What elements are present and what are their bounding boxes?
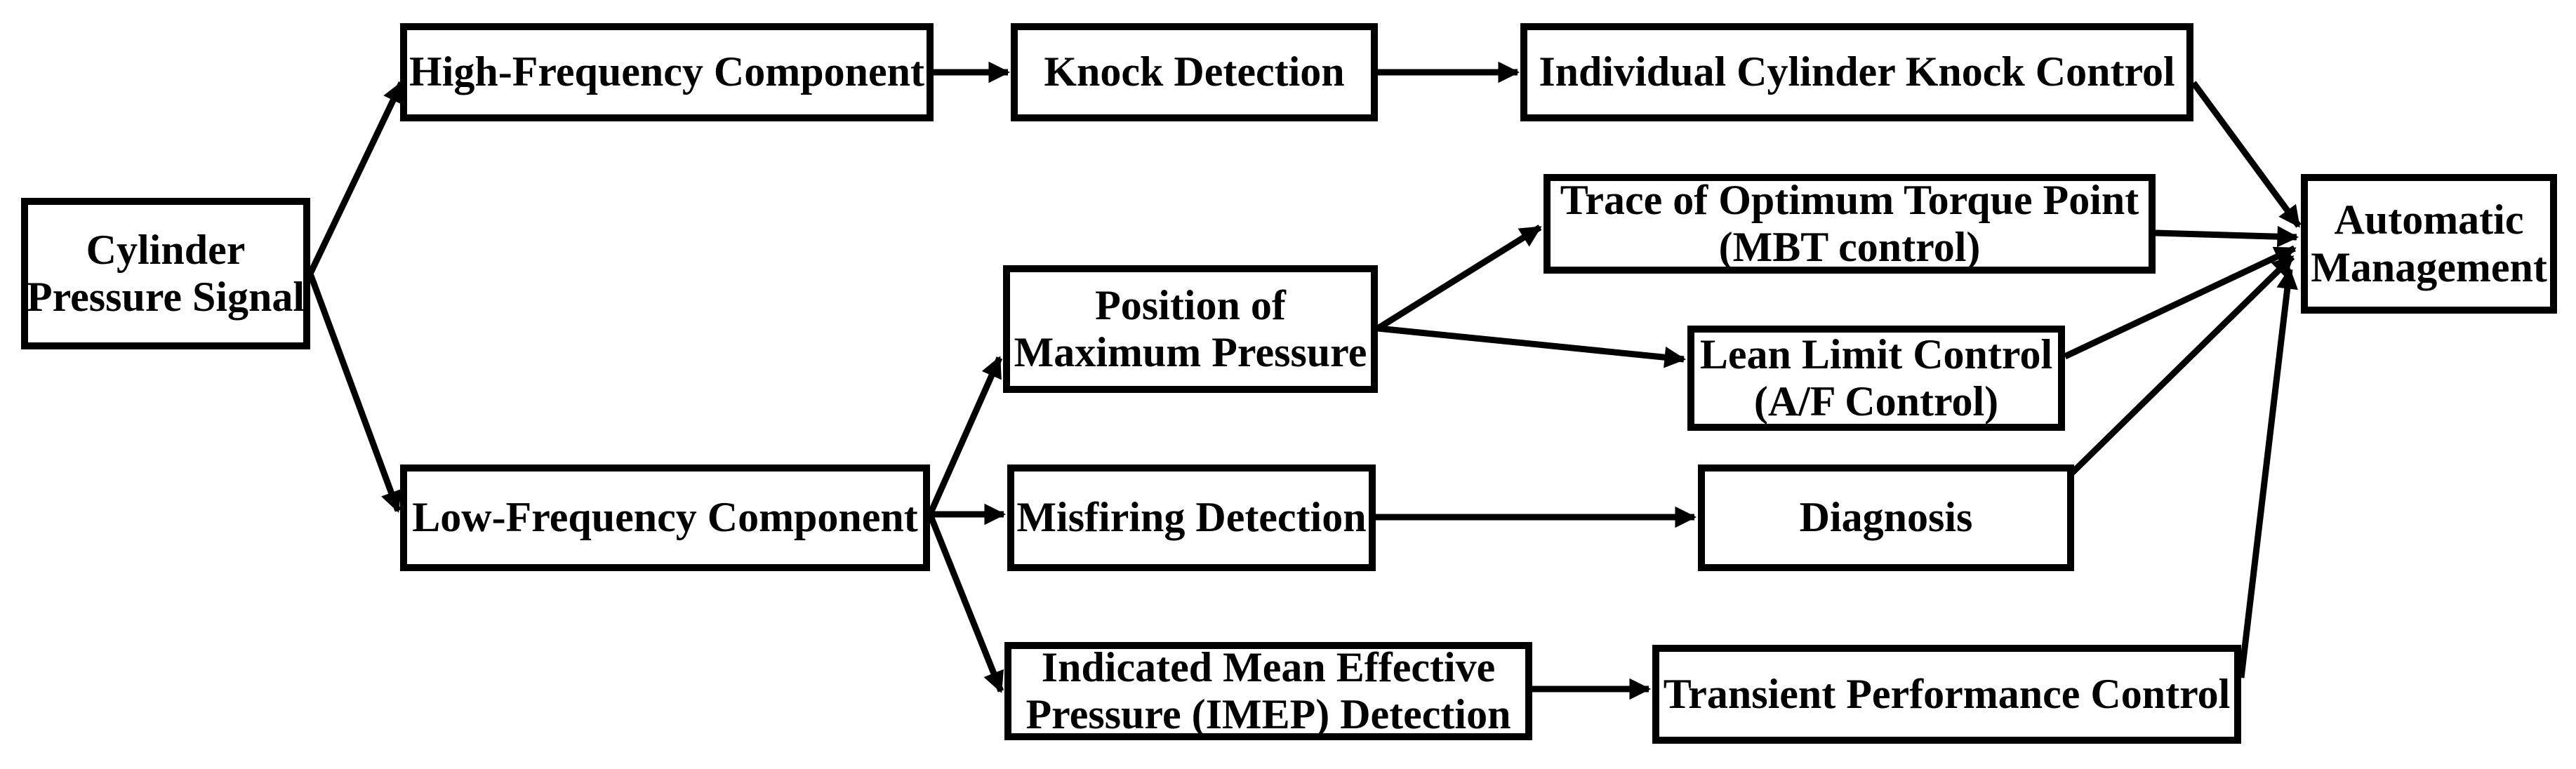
edge-position-of-maximum-pressure-to-trace-of-optimum-torque-point: [1376, 225, 1542, 331]
edge-trace-of-optimum-torque-point-to-automatic-management: [2155, 225, 2299, 248]
node-label: Diagnosis: [1799, 494, 1973, 541]
edge-cylinder-pressure-signal-to-low-frequency-component: [307, 272, 401, 513]
node-label: Low-Frequency Component: [412, 494, 918, 541]
edge-lean-limit-control-to-automatic-management: [2064, 245, 2297, 360]
node-position-of-maximum-pressure: Position of Maximum Pressure: [1003, 265, 1378, 393]
node-label: Indicated Mean Effective Pressure (IMEP)…: [1025, 643, 1511, 737]
node-cylinder-pressure-signal: Cylinder Pressure Signal: [21, 198, 310, 349]
node-individual-cylinder-knock-control: Individual Cylinder Knock Control: [1520, 23, 2193, 121]
node-label: High-Frequency Component: [409, 48, 924, 95]
node-label: Trace of Optimum Torque Point (MBT contr…: [1560, 176, 2139, 270]
node-high-frequency-component: High-Frequency Component: [400, 23, 934, 121]
node-label: Transient Performance Control: [1663, 670, 2231, 717]
node-misfiring-detection: Misfiring Detection: [1007, 464, 1376, 571]
node-knock-detection: Knock Detection: [1011, 23, 1378, 121]
node-trace-of-optimum-torque-point: Trace of Optimum Torque Point (MBT contr…: [1543, 174, 2156, 274]
edge-individual-cylinder-knock-control-to-automatic-management: [2191, 81, 2302, 228]
edge-transient-performance-control-to-automatic-management: [2238, 267, 2298, 678]
node-label: Lean Limit Control (A/F Control): [1699, 330, 2053, 424]
node-diagnosis: Diagnosis: [1698, 464, 2074, 571]
node-label: Knock Detection: [1044, 48, 1345, 95]
node-transient-performance-control: Transient Performance Control: [1652, 645, 2241, 744]
node-label: Cylinder Pressure Signal: [26, 226, 305, 320]
edge-low-frequency-component-to-imep-detection: [927, 513, 1004, 693]
node-low-frequency-component: Low-Frequency Component: [400, 464, 930, 571]
node-label: Automatic Management: [2311, 196, 2547, 290]
edge-diagnosis-to-automatic-management: [2069, 254, 2295, 476]
node-automatic-management: Automatic Management: [2301, 174, 2557, 314]
edge-cylinder-pressure-signal-to-high-frequency-component: [307, 81, 405, 275]
node-imep-detection: Indicated Mean Effective Pressure (IMEP)…: [1004, 642, 1532, 740]
node-label: Misfiring Detection: [1016, 494, 1367, 541]
edge-position-of-maximum-pressure-to-lean-limit-control: [1377, 325, 1687, 368]
edge-low-frequency-component-to-position-of-maximum-pressure: [927, 356, 1003, 516]
node-label: Position of Maximum Pressure: [1014, 281, 1367, 375]
node-label: Individual Cylinder Knock Control: [1539, 48, 2175, 95]
node-lean-limit-control: Lean Limit Control (A/F Control): [1687, 326, 2065, 431]
